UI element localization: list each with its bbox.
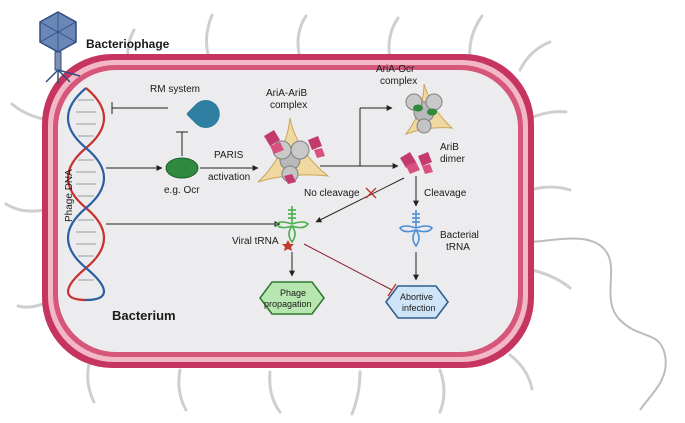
paris-activation-line1: PARIS [214,150,244,161]
viral-trna-cleavage-star-icon [282,240,294,251]
bacteriophage-icon [39,11,81,84]
cleavage-label: Cleavage [424,188,467,199]
rm-system-label: RM system [150,84,200,95]
pathway-edges [106,102,419,297]
flagella [4,13,572,416]
arib-dimer-icon [400,152,433,174]
bacterial-trna-label-line2: tRNA [446,242,470,253]
long-flagellum [511,233,667,411]
aria-arib-label-line1: AriA-AriB [266,88,307,99]
no-cleavage-cross-icon [365,187,377,199]
phage-propagation-node [259,281,325,315]
phage-propagation-label-line1: Phage [280,288,306,298]
aria-ocr-label-line1: AriA-Ocr [376,64,415,75]
bacterial-trna-icon [398,210,434,248]
no-cleavage-label: No cleavage [304,188,360,199]
ocr-label: e.g. Ocr [164,185,200,196]
viral-trna-label: Viral tRNA [232,236,279,247]
aria-arib-complex-icon [257,117,330,184]
aria-ocr-label-line2: complex [380,76,417,87]
phage-propagation-label-line2: propagation [264,299,312,309]
bacteriophage-label: Bacteriophage [86,37,170,51]
aria-arib-label-line2: complex [270,100,307,111]
abortive-infection-label-line1: Abortive [400,292,433,302]
bacterium-label: Bacterium [112,308,176,323]
arib-dimer-label-line2: dimer [440,154,466,165]
abortive-infection-node [385,285,449,319]
phage-dna-helix [66,87,106,302]
ocr-icon [165,157,199,179]
paris-activation-line2: activation [208,172,250,183]
arib-dimer-label-line1: AriB [440,142,459,153]
abortive-infection-label-line2: infection [402,303,436,313]
phage-dna-label: Phage DNA [64,169,75,222]
aria-ocr-complex-icon [404,83,454,136]
viral-trna-icon [274,206,310,244]
bacterial-trna-label-line1: Bacterial [440,230,479,241]
rm-system-icon [177,100,220,128]
